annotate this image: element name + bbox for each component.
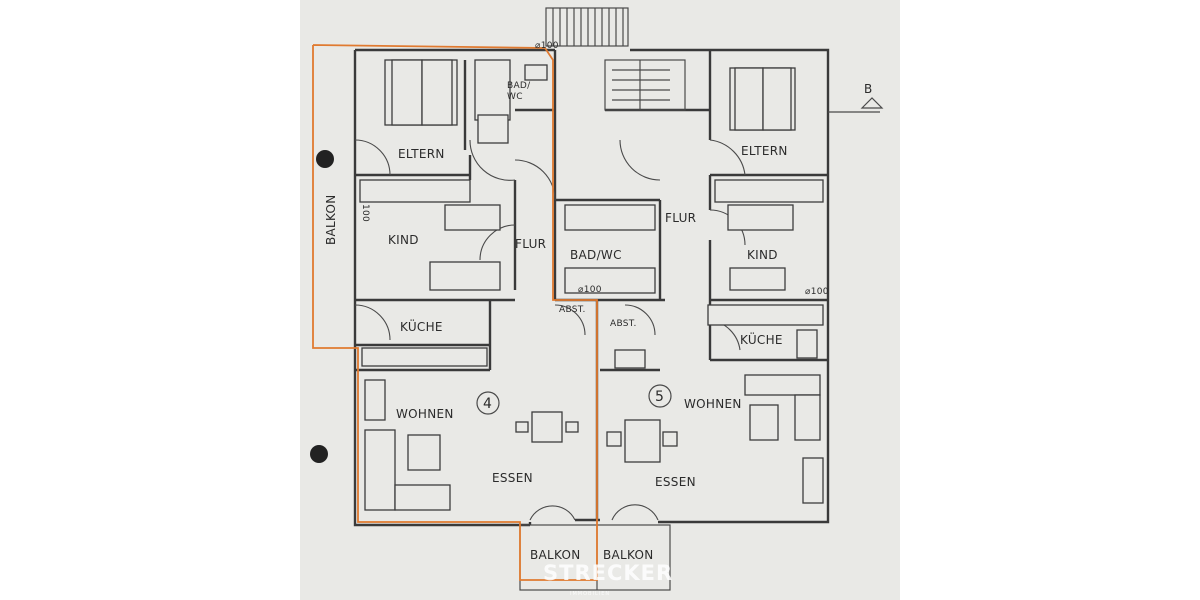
label-balkon-bottom-left: BALKON (530, 548, 581, 562)
unit-4-highlight (312, 44, 598, 581)
label-bad-wc-center: BAD/WC (570, 248, 622, 262)
furniture-right (564, 67, 824, 504)
label-dim-kueche: ⌀100 (805, 287, 829, 297)
watermark-brand: STRECKER (543, 561, 673, 585)
punch-hole-bottom (310, 445, 328, 463)
label-dim-kind: 100 (360, 204, 370, 222)
section-marker (828, 97, 884, 113)
unit-5-circle (648, 384, 672, 408)
label-dim-bad: ⌀100 (578, 285, 602, 295)
label-essen-right: ESSEN (655, 475, 696, 489)
label-unit-right: 5 (655, 389, 664, 405)
label-balkon-bottom-right: BALKON (603, 548, 654, 562)
label-kueche-right: KÜCHE (740, 331, 783, 347)
unit-4-circle (476, 391, 500, 415)
label-essen-left: ESSEN (492, 471, 533, 485)
label-wohnen-left: WOHNEN (396, 407, 454, 421)
label-eltern-left: ELTERN (398, 147, 445, 161)
stairwell (604, 59, 686, 111)
label-section-marker: B (864, 82, 873, 96)
punch-hole-top (316, 150, 334, 168)
label-dim-top: ⌀100 (535, 41, 559, 51)
door-swings (354, 139, 746, 521)
label-wohnen-right: WOHNEN (684, 397, 742, 411)
furniture-left (359, 59, 579, 511)
label-bad-wc-top: BAD/ (507, 81, 531, 91)
label-kind-right: KIND (747, 248, 778, 262)
label-balkon-side: BALKON (324, 194, 338, 245)
label-abst-right: ABST. (610, 319, 637, 329)
label-flur-left: FLUR (515, 237, 546, 251)
label-bad-wc-bottom: WC (507, 92, 523, 102)
label-abst-left: ABST. (559, 305, 586, 315)
label-kueche-left: KÜCHE (400, 318, 443, 334)
entrance-stairs (545, 7, 629, 47)
label-flur-right: FLUR (665, 211, 696, 225)
label-eltern-right: ELTERN (741, 144, 788, 158)
label-kind-left: KIND (388, 233, 419, 247)
watermark-sub: IMMOBILIEN (570, 591, 610, 597)
label-unit-left: 4 (483, 396, 492, 412)
